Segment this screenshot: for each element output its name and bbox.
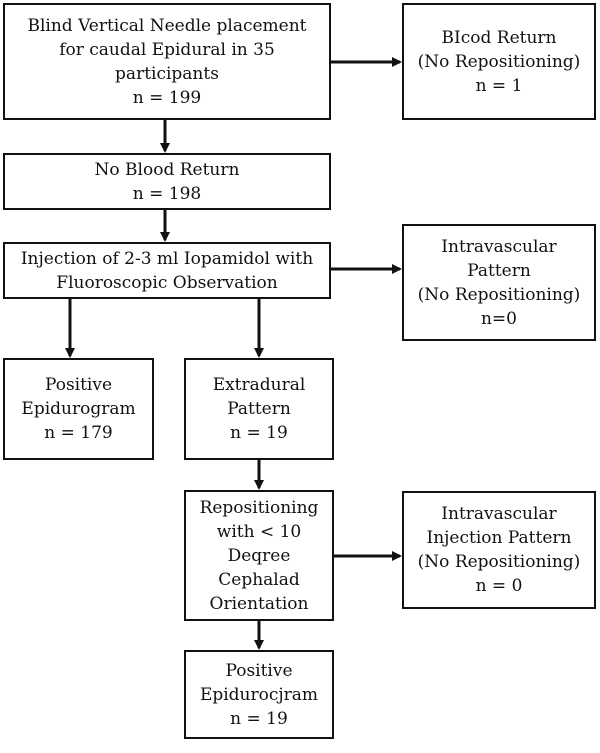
repositioning-line-5: Orientation (209, 593, 309, 614)
repositioning-box: Repositioning with < 10 Deqree Cephalad … (184, 490, 334, 621)
no-blood-return-title: No Blood Return (94, 159, 240, 180)
start-count: n = 199 (132, 87, 202, 108)
blood-return-note: (No Repositioning) (417, 51, 581, 72)
positive-epidurocjram-count: n = 19 (230, 708, 288, 729)
blood-return-count: n = 1 (475, 75, 523, 96)
positive-epidurogram-count: n = 179 (44, 423, 113, 443)
extradural-pattern-line-1: Extradural (212, 375, 306, 395)
positive-epidurocjram-line-1: Positive (225, 660, 293, 681)
intravascular-injection-box: Intravascular Injection Pattern (No Repo… (402, 491, 596, 609)
blood-return-box: BIcod Return (No Repositioning) n = 1 (402, 3, 596, 120)
positive-epidurogram-box: Positive Epidurogram n = 179 (3, 358, 154, 460)
repositioning-line-3: Deqree (227, 545, 291, 566)
repositioning-line-2: with < 10 (216, 521, 302, 542)
repositioning-line-4: Cephalad (218, 569, 300, 590)
positive-epidurocjram-line-2: Epidurocjram (199, 684, 319, 705)
extradural-pattern-count: n = 19 (230, 423, 288, 443)
intravascular-injection-line-1: Intravascular (441, 504, 557, 524)
start-line-2: for caudal Epidural in 35 (59, 39, 275, 60)
injection-line-1: Injection of 2-3 ml Iopamidol with (20, 248, 314, 269)
intravascular-pattern-note: (No Repositioning) (417, 284, 581, 305)
intravascular-injection-note: (No Repositioning) (417, 552, 581, 572)
positive-epidurocjram-box: Positive Epidurocjram n = 19 (184, 650, 334, 739)
injection-box: Injection of 2-3 ml Iopamidol with Fluor… (3, 242, 331, 299)
start-line-1: Blind Vertical Needle placement (27, 15, 307, 36)
intravascular-pattern-line-2: Pattern (467, 260, 531, 281)
intravascular-pattern-line-1: Intravascular (441, 236, 557, 257)
positive-epidurogram-line-1: Positive (44, 375, 113, 395)
extradural-pattern-line-2: Pattern (227, 399, 291, 419)
no-blood-return-count: n = 198 (132, 183, 202, 204)
extradural-pattern-box: Extradural Pattern n = 19 (184, 358, 334, 460)
repositioning-line-1: Repositioning (199, 497, 319, 518)
no-blood-return-box: No Blood Return n = 198 (3, 153, 331, 210)
injection-line-2: Fluoroscopic Observation (56, 272, 278, 293)
intravascular-injection-line-2: Injection Pattern (426, 528, 572, 548)
start-line-3: participants (115, 63, 219, 84)
blood-return-title: BIcod Return (441, 27, 557, 48)
start-box: Blind Vertical Needle placement for caud… (3, 3, 331, 120)
intravascular-injection-count: n = 0 (475, 576, 523, 596)
intravascular-pattern-box: Intravascular Pattern (No Repositioning)… (402, 224, 596, 341)
intravascular-pattern-count: n=0 (480, 308, 517, 329)
positive-epidurogram-line-2: Epidurogram (21, 399, 136, 419)
